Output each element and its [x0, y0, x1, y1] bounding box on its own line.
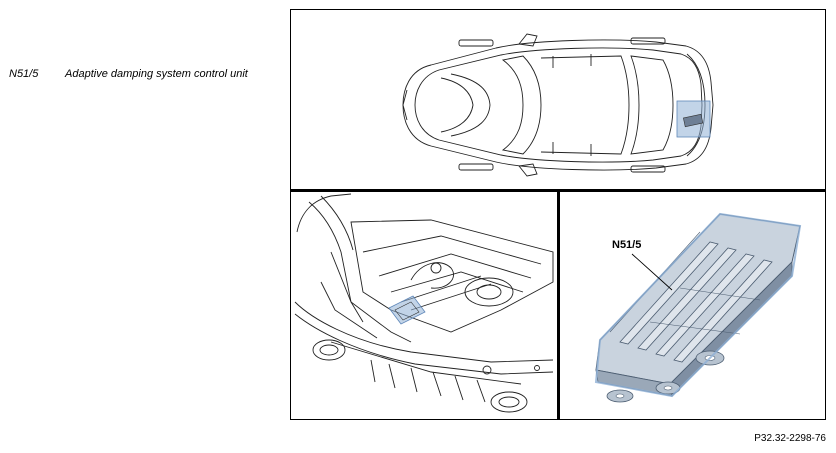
legend-description: Adaptive damping system control unit	[65, 68, 248, 80]
open-trunk-illustration	[294, 193, 554, 413]
callout-leader-line	[631, 253, 673, 291]
panel-divider	[291, 189, 825, 192]
trunk-view	[291, 192, 557, 419]
callout-label: N51/5	[612, 239, 641, 251]
car-top-view-illustration	[402, 33, 714, 177]
control-unit-illustration: N51/5	[594, 212, 802, 403]
technical-illustration: N51/5	[290, 9, 826, 420]
panel-divider	[557, 192, 560, 419]
figure-number: P32.32-2298-76	[754, 433, 826, 444]
legend-code: N51/5	[9, 68, 39, 80]
control-unit-detail: N51/5	[560, 192, 825, 419]
vehicle-top-view	[291, 10, 825, 189]
component-location-highlight	[594, 212, 802, 398]
legend: N51/5 Adaptive damping system control un…	[9, 69, 279, 80]
legend-item: N51/5 Adaptive damping system control un…	[9, 69, 279, 80]
component-location-highlight	[388, 295, 426, 325]
